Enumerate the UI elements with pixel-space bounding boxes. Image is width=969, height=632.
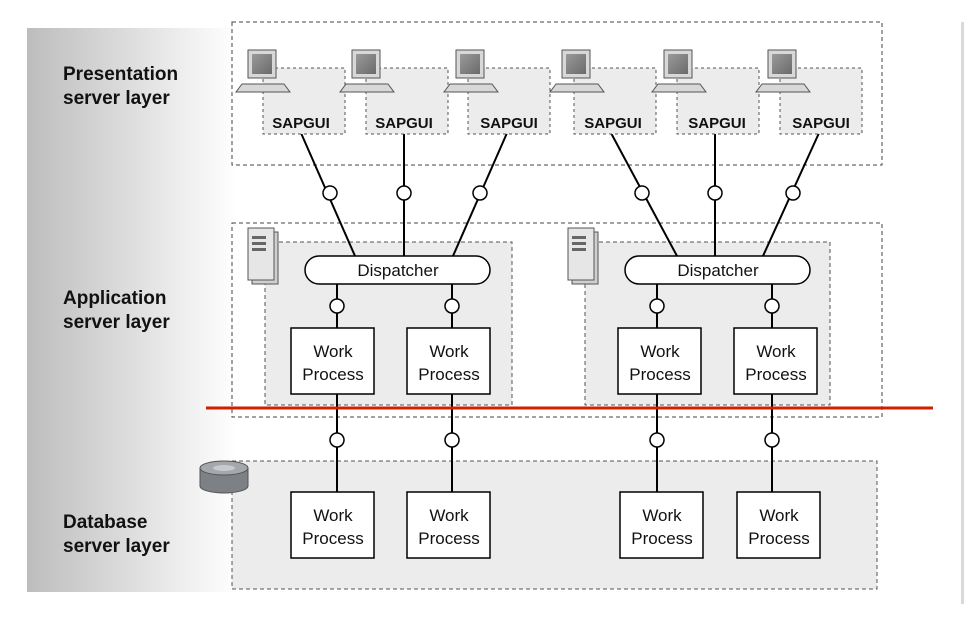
work-process-line2: Process <box>629 365 690 384</box>
sapgui-label: SAPGUI <box>375 115 433 132</box>
sapgui-label: SAPGUI <box>584 115 642 132</box>
sapgui-label: SAPGUI <box>688 115 746 132</box>
computer-icon <box>651 49 707 93</box>
db-work-process-4: Work Process <box>736 491 821 559</box>
server-icon <box>567 227 599 285</box>
computer-icon <box>235 49 291 93</box>
work-process-line1: Work <box>429 506 469 525</box>
sapgui-client-6: SAPGUI <box>755 49 863 135</box>
database-layer-label-line2: server layer <box>63 536 170 557</box>
work-process-line2: Process <box>745 365 806 384</box>
sapgui-client-4: SAPGUI <box>549 49 657 135</box>
computer-icon <box>339 49 395 93</box>
sapgui-label: SAPGUI <box>480 115 538 132</box>
computer-icon <box>549 49 605 93</box>
sapgui-client-3: SAPGUI <box>443 49 551 135</box>
sapgui-label: SAPGUI <box>792 115 850 132</box>
application-layer-label-line1: Application <box>63 288 167 309</box>
database-layer-label: Database server layer <box>63 511 170 559</box>
work-process-line2: Process <box>631 529 692 548</box>
app-work-process-2: Work Process <box>406 327 491 395</box>
presentation-layer-label: Presentation server layer <box>63 63 178 111</box>
sapgui-client-1: SAPGUI <box>235 49 346 135</box>
server-icon <box>247 227 279 285</box>
left-gradient-band <box>27 28 237 592</box>
dispatcher-left: Dispatcher <box>304 255 491 285</box>
work-process-line2: Process <box>302 365 363 384</box>
work-process-line1: Work <box>756 342 796 361</box>
computer-icon <box>755 49 811 93</box>
sapgui-client-5: SAPGUI <box>651 49 760 135</box>
work-process-line2: Process <box>302 529 363 548</box>
dispatcher-right: Dispatcher <box>624 255 811 285</box>
application-layer-label-line2: server layer <box>63 312 170 333</box>
db-work-process-3: Work Process <box>619 491 704 559</box>
work-process-line2: Process <box>748 529 809 548</box>
presentation-layer-label-line2: server layer <box>63 88 170 109</box>
db-work-process-1: Work Process <box>290 491 375 559</box>
work-process-line1: Work <box>313 342 353 361</box>
work-process-line1: Work <box>313 506 353 525</box>
work-process-line1: Work <box>640 342 680 361</box>
app-work-process-1: Work Process <box>290 327 375 395</box>
right-edge-rule <box>961 22 964 604</box>
work-process-line2: Process <box>418 529 479 548</box>
dispatcher-label: Dispatcher <box>677 261 759 280</box>
work-process-line1: Work <box>642 506 682 525</box>
work-process-line2: Process <box>418 365 479 384</box>
database-layer-label-line1: Database <box>63 512 148 533</box>
connector-circles <box>322 185 801 448</box>
sapgui-label: SAPGUI <box>272 115 330 132</box>
app-work-process-3: Work Process <box>617 327 702 395</box>
work-process-line1: Work <box>759 506 799 525</box>
database-icon <box>199 460 249 494</box>
app-work-process-4: Work Process <box>733 327 818 395</box>
application-layer-label: Application server layer <box>63 287 170 335</box>
dispatcher-label: Dispatcher <box>357 261 439 280</box>
db-work-process-2: Work Process <box>406 491 491 559</box>
computer-icon <box>443 49 499 93</box>
sapgui-client-2: SAPGUI <box>339 49 449 135</box>
work-process-line1: Work <box>429 342 469 361</box>
presentation-layer-label-line1: Presentation <box>63 64 179 85</box>
